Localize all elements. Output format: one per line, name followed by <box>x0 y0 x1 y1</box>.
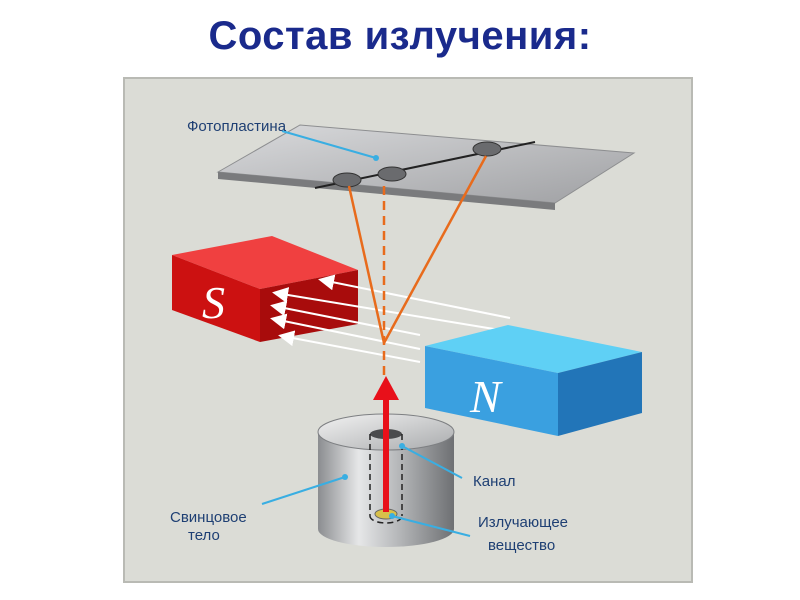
channel-callout: Канал <box>399 443 515 490</box>
north-pole-letter: N <box>469 371 503 422</box>
radiation-beams <box>347 155 488 375</box>
slide-title: Состав излучения: <box>208 14 592 58</box>
emission-arrow <box>373 376 399 512</box>
substance-callout: Излучающее вещество <box>389 513 568 554</box>
photoplate-callout: Фотопластина <box>187 118 379 161</box>
substance-label-line2: вещество <box>488 537 555 554</box>
lead-body-label-line1: Свинцовое <box>170 509 247 526</box>
photoplate-label: Фотопластина <box>187 118 287 135</box>
substance-label-line1: Излучающее <box>478 514 568 531</box>
photoplate <box>216 124 636 210</box>
deflected-spot-left <box>332 172 362 188</box>
deflected-spot-right <box>472 141 502 157</box>
radiation-deflection-diagram: Фотопластина S N <box>123 77 693 583</box>
center-spot <box>377 166 407 182</box>
lead-body-label-line2: тело <box>188 527 220 544</box>
magnetic-field-lines <box>270 274 511 363</box>
channel-label: Канал <box>473 473 515 490</box>
north-magnet: N <box>425 325 642 436</box>
beam-left <box>347 185 386 344</box>
lead-body-callout: Свинцовое тело <box>170 474 348 544</box>
south-pole-letter: S <box>202 277 225 328</box>
beam-right <box>382 155 488 344</box>
